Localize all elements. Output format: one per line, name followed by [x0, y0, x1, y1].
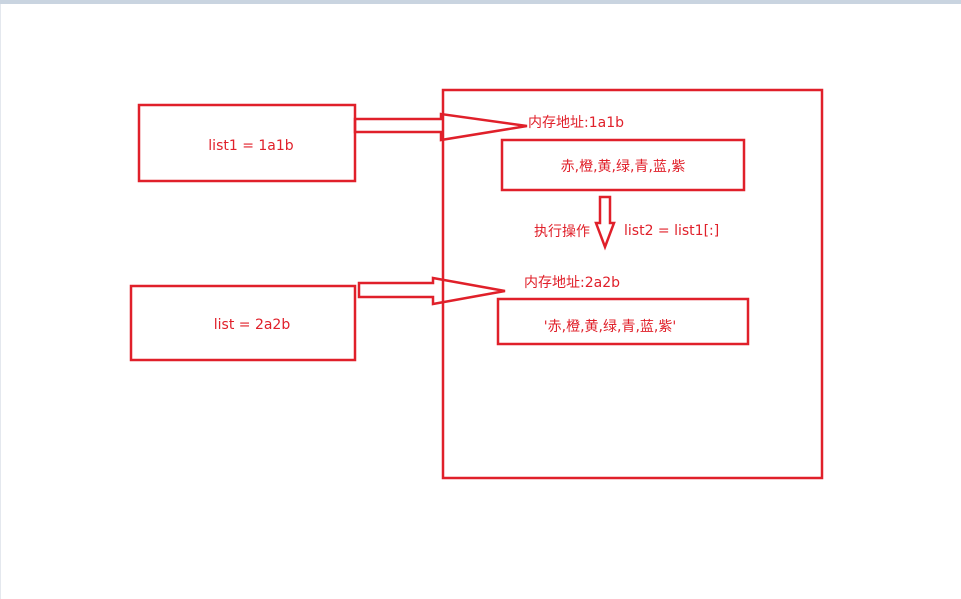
window-left-edge — [0, 4, 1, 599]
variable-box-list1 — [137, 103, 357, 183]
memory-content-box-2 — [496, 297, 750, 346]
variable-label-list: list = 2a2b — [214, 317, 291, 333]
memory-content-1: 赤,橙,黄,绿,青,蓝,紫 — [561, 158, 686, 175]
operation-label: 执行操作 — [534, 224, 590, 240]
memory-container — [441, 88, 824, 480]
copy-operation-arrow — [594, 195, 616, 251]
memory-address-1: 内存地址:1a1b — [528, 115, 624, 131]
memory-address-2: 内存地址:2a2b — [524, 275, 620, 291]
memory-content-2: '赤,橙,黄,绿,青,蓝,紫' — [544, 318, 676, 335]
operation-code: list2 = list1[:] — [624, 223, 719, 239]
pointer-arrow-2 — [357, 276, 506, 306]
memory-content-box-1 — [500, 138, 746, 192]
variable-box-list — [129, 284, 357, 362]
pointer-arrow-1 — [353, 112, 528, 142]
window-top-strip — [0, 0, 961, 4]
variable-label-list1: list1 = 1a1b — [208, 138, 293, 154]
